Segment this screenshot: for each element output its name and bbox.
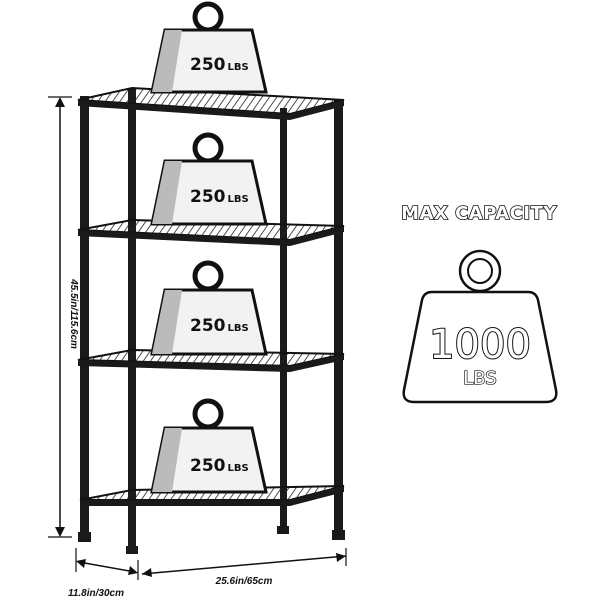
weight-value: 250 <box>190 55 226 75</box>
wire-shelf-unit <box>77 86 345 554</box>
shelf-tier-1 <box>77 86 345 120</box>
weight-value: 250 <box>190 316 226 336</box>
shelf-post-back-left <box>128 88 136 548</box>
width-dimension-label: 25.6in/65cm <box>215 576 273 587</box>
shelf-foot-front-left <box>78 532 91 542</box>
height-dimension-label: 45.5in/115.6cm <box>68 278 79 349</box>
depth-dimension: 11.8in/30cm <box>68 548 139 599</box>
shelf-foot-back-left <box>126 546 138 554</box>
weight-unit: LBS <box>228 463 249 474</box>
capacity-value: 1000 <box>429 322 531 368</box>
weight-icon-capacity: 1000 LBS <box>402 249 558 404</box>
max-capacity-title: MAX CAPACITY <box>401 203 557 224</box>
shelf-post-front-right <box>334 100 343 532</box>
capacity-unit: LBS <box>463 368 497 389</box>
weight-unit: LBS <box>228 194 249 205</box>
shelf-tier-3 <box>77 348 345 372</box>
weight-value: 250 <box>190 187 226 207</box>
shelf-foot-back-right <box>277 526 289 534</box>
width-dimension: 25.6in/65cm <box>141 548 347 587</box>
depth-dimension-label: 11.8in/30cm <box>68 588 124 599</box>
height-dimension: 45.5in/115.6cm <box>48 96 79 538</box>
shelf-tier-2 <box>77 218 345 246</box>
shelf-foot-front-right <box>332 530 345 540</box>
weight-value: 250 <box>190 456 226 476</box>
shelf-post-back-right <box>280 108 287 528</box>
weight-unit: LBS <box>228 323 249 334</box>
weight-unit: LBS <box>228 62 249 73</box>
shelf-post-front-left <box>80 96 89 536</box>
max-capacity-panel: MAX CAPACITY 1000 LBS <box>400 202 558 404</box>
